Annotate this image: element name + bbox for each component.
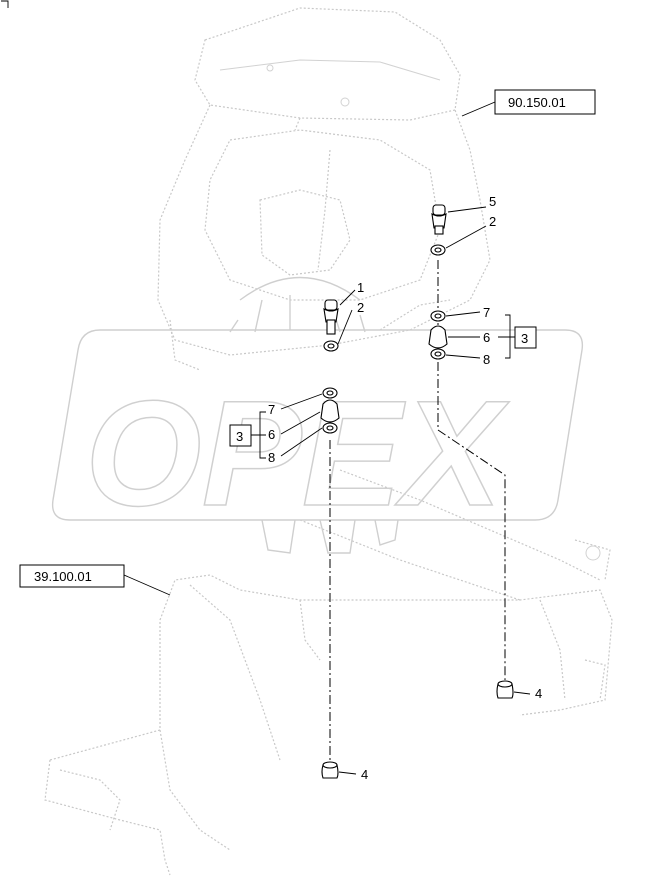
leader-4-left <box>338 771 357 775</box>
ref-lower-label: 39.100.01 <box>34 569 92 584</box>
callout-6-left: 6 <box>268 427 275 442</box>
bolt-1-icon[interactable] <box>323 299 339 335</box>
callout-7-left: 7 <box>268 402 275 417</box>
mount-4-right-icon[interactable] <box>496 680 514 699</box>
leader-ref-upper <box>461 101 496 117</box>
leader-2-left <box>337 309 353 345</box>
right-fastener-stack <box>428 204 514 699</box>
ref-upper-box[interactable] <box>494 89 596 115</box>
watermark-text: OPEX <box>85 369 510 537</box>
callout-1: 1 <box>357 280 364 295</box>
watermark: OPEX <box>51 276 584 554</box>
gear-watermark-icon <box>51 329 584 521</box>
bolt-5-icon[interactable] <box>431 204 447 235</box>
group-box-left-label: 3 <box>236 429 243 444</box>
leader-5 <box>447 206 487 213</box>
callout-8-right: 8 <box>483 352 490 367</box>
callout-2-right: 2 <box>489 214 496 229</box>
callout-5: 5 <box>489 194 496 209</box>
ref-lower-box[interactable] <box>19 564 125 588</box>
callout-8-left: 8 <box>268 450 275 465</box>
leader-2-right <box>445 225 487 249</box>
leader-ref-lower <box>123 574 171 596</box>
callout-7-right: 7 <box>483 305 490 320</box>
bracket-right <box>498 314 515 359</box>
background-frame-outline <box>44 469 613 876</box>
background-seat-outline <box>157 7 491 371</box>
leader-4-right <box>513 691 531 695</box>
left-fastener-stack <box>320 299 340 779</box>
leader-7-left <box>280 393 323 410</box>
callout-4-left: 4 <box>361 767 368 782</box>
group-box-right-label: 3 <box>521 331 528 346</box>
bushing-6-left-icon[interactable] <box>320 399 340 423</box>
leader-7-right <box>445 311 481 317</box>
bracket-left <box>251 411 266 459</box>
bushing-6-right-icon[interactable] <box>428 325 448 349</box>
leader-6-left <box>280 411 321 435</box>
group-box-right[interactable] <box>514 326 537 349</box>
callout-6-right: 6 <box>483 330 490 345</box>
callout-2-left: 2 <box>357 300 364 315</box>
group-box-left[interactable] <box>229 424 252 447</box>
leader-1 <box>339 289 356 306</box>
leader-8-left <box>280 427 323 457</box>
leader-8-right <box>445 354 481 359</box>
corner-mark <box>1 0 9 8</box>
ref-upper-label: 90.150.01 <box>508 95 566 110</box>
mount-4-left-icon[interactable] <box>321 761 339 779</box>
callout-4-right: 4 <box>535 686 542 701</box>
